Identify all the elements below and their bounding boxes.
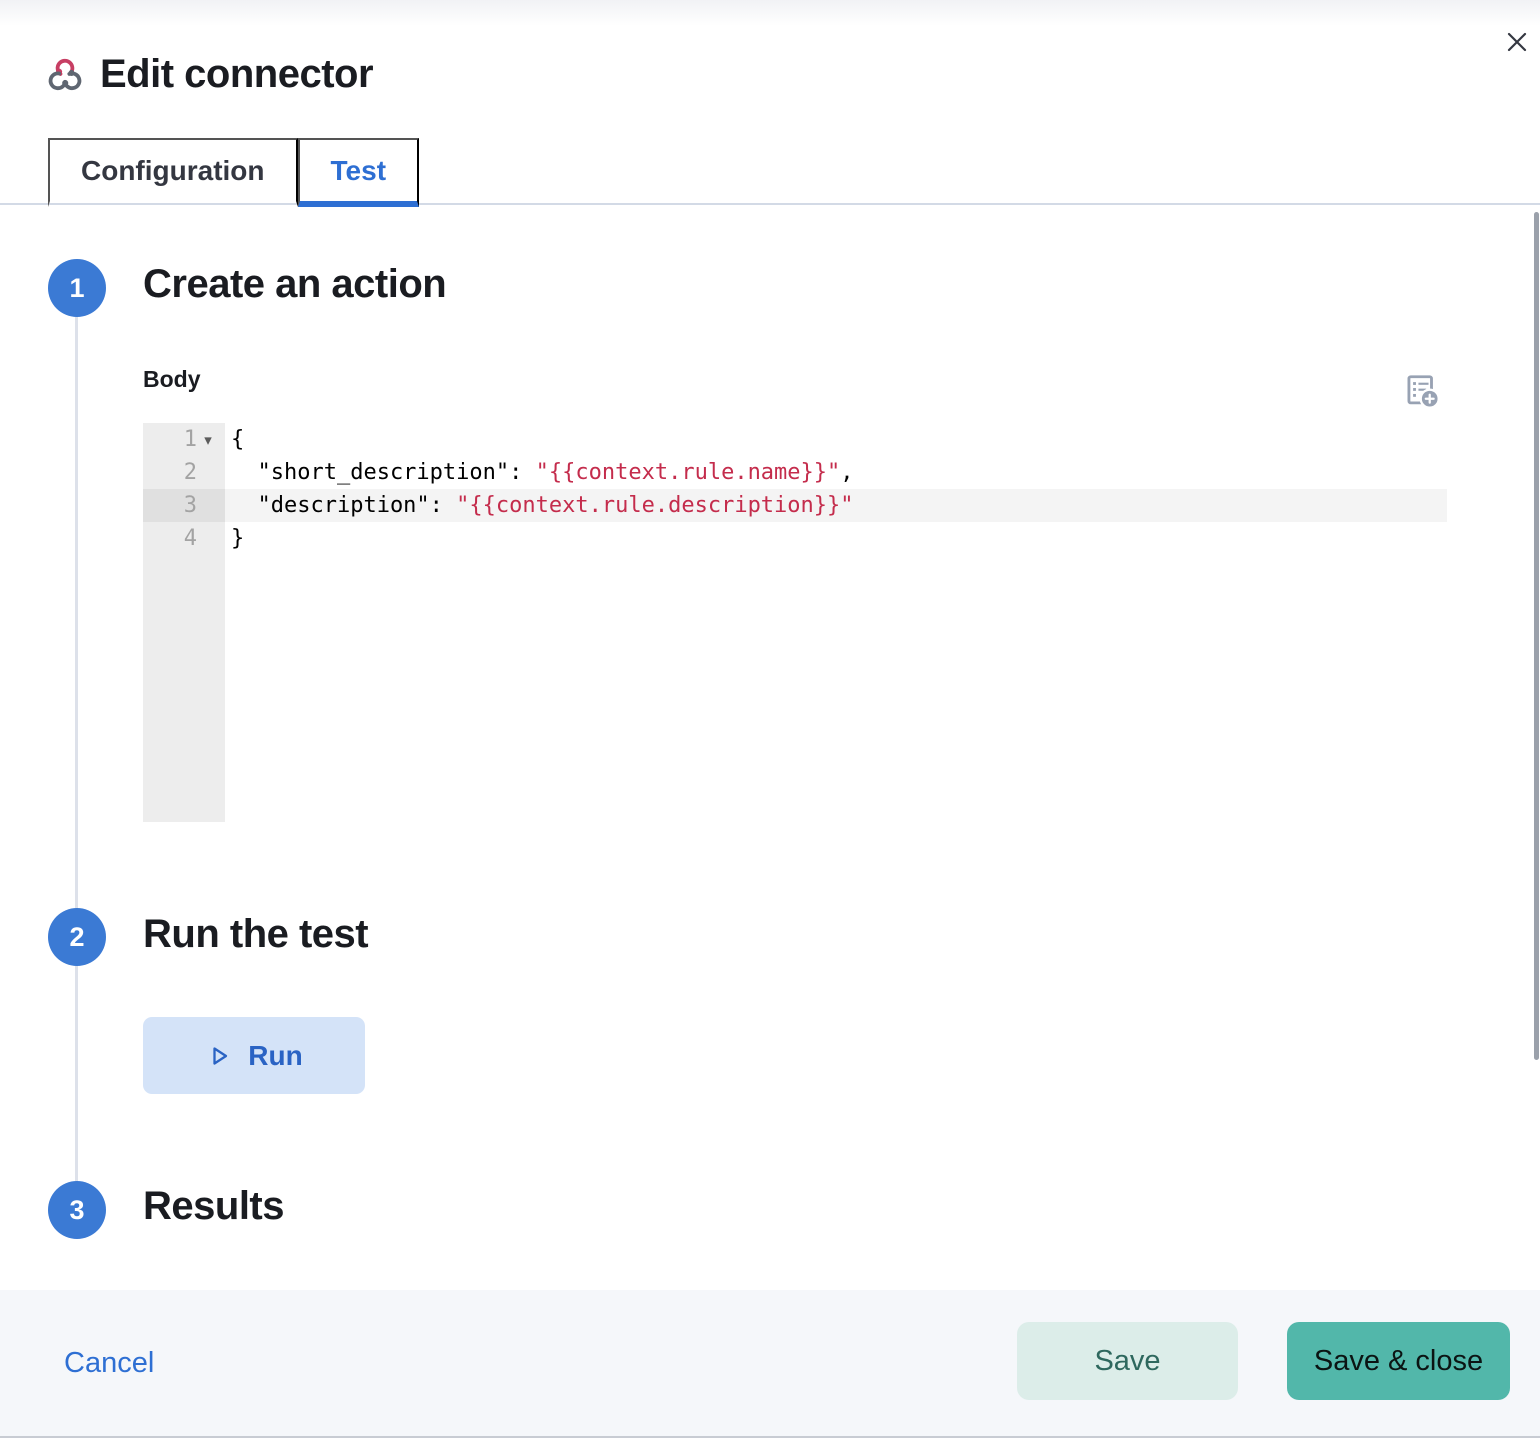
title-row: Edit connector [46,52,374,97]
step-1-circle: 1 [48,259,106,317]
page-title: Edit connector [100,52,374,96]
step-3-title: Results [143,1184,285,1228]
save-close-button[interactable]: Save & close [1287,1322,1510,1400]
line-number: 3 [183,493,197,518]
step-3-circle: 3 [48,1181,106,1239]
line-number: 4 [183,526,197,551]
code-plain-token: "short_description": [231,460,536,485]
cancel-button[interactable]: Cancel [64,1290,154,1436]
close-icon [1507,32,1527,52]
code-line[interactable]: } [225,522,1447,555]
flyout-header: Edit connector Configuration Test [0,0,1540,207]
flyout-scrollbar[interactable] [1534,212,1539,1060]
code-plain-token: { [231,427,245,452]
code-line[interactable]: "short_description": "{{context.rule.nam… [225,456,1447,489]
code-plain-token: , [840,460,854,485]
run-button-label: Run [248,1039,303,1071]
window-bottom-edge [0,1436,1540,1438]
code-line[interactable]: { [225,423,1447,456]
gutter-line-number[interactable]: 2 [143,456,225,489]
tab-test[interactable]: Test [297,138,420,207]
tabs: Configuration Test [48,138,420,207]
fold-arrow-icon[interactable]: ▾ [204,431,212,449]
step-2-title: Run the test [143,912,369,956]
code-string-token: "{{context.rule.name}}" [535,460,841,485]
tab-configuration[interactable]: Configuration [48,138,298,207]
play-icon [213,1046,228,1065]
gutter-line-number[interactable]: 3 [143,489,225,522]
code-string-token: "{{context.rule.description}}" [456,493,854,518]
body-field-label: Body [143,366,201,392]
code-plain-token: } [231,526,245,551]
flyout-footer: Cancel Save Save & close [0,1290,1540,1438]
code-plain-token: "description": [231,493,457,518]
gutter-line-number[interactable]: 1▾ [143,423,225,456]
editor-code[interactable]: { "short_description": "{{context.rule.n… [225,423,1447,822]
steps-connector-line [75,300,78,1210]
save-button[interactable]: Save [1017,1322,1238,1400]
close-button[interactable] [1499,24,1535,60]
step-2-circle: 2 [48,908,106,966]
line-number: 1 [183,427,197,452]
add-variable-button[interactable] [1402,372,1442,412]
line-number: 2 [183,460,197,485]
run-button[interactable]: Run [143,1017,365,1094]
webhook-icon [46,56,84,94]
code-line[interactable]: "description": "{{context.rule.descripti… [225,489,1447,522]
step-1-title: Create an action [143,262,447,306]
add-variable-icon [1407,375,1440,409]
gutter-line-number[interactable]: 4 [143,522,225,555]
